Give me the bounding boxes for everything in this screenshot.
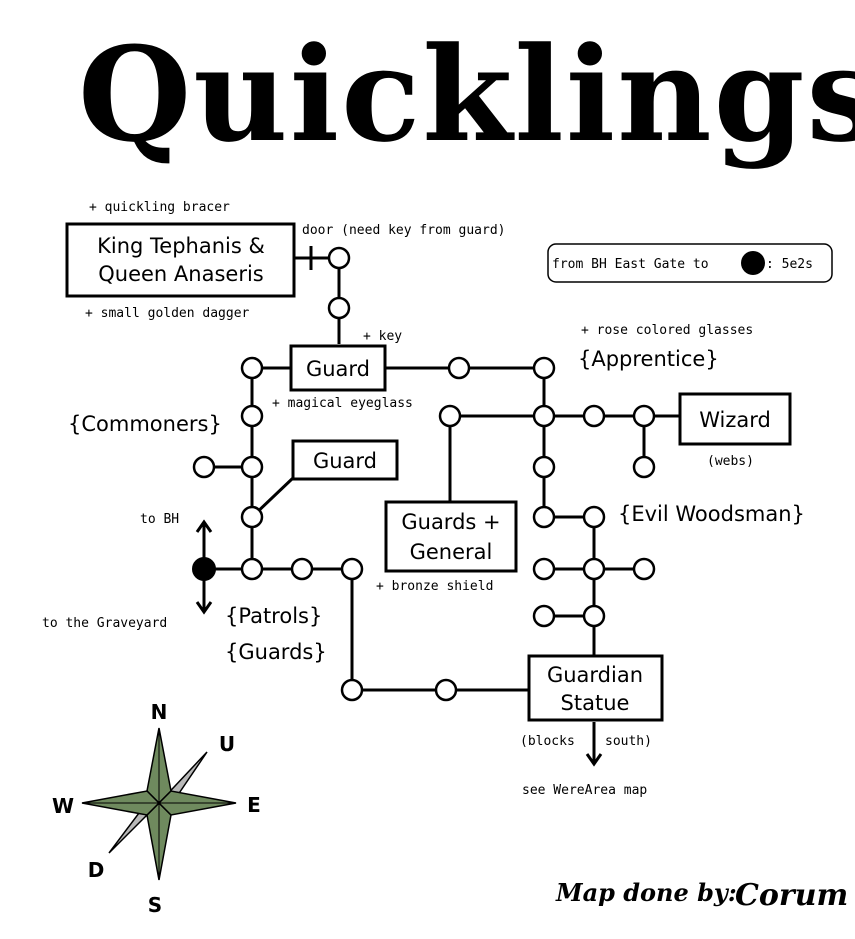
note-were-area: see WereArea map (522, 783, 647, 798)
note-key: + key (363, 329, 402, 344)
room-node (582, 604, 606, 628)
area-evil-woodsman: {Evil Woodsman} (618, 502, 805, 526)
room-statue-line1: Guardian (547, 663, 643, 687)
room-node (532, 455, 556, 479)
room-node (290, 557, 314, 581)
room-node (240, 455, 264, 479)
room-node (327, 246, 351, 270)
note-to-graveyard: to the Graveyard (42, 616, 167, 631)
compass-label-s: S (148, 893, 162, 917)
room-node (532, 604, 556, 628)
room-node (192, 455, 216, 479)
room-king: King Tephanis & Queen Anaseris (65, 222, 296, 298)
note-bracer: + quickling bracer (89, 200, 230, 215)
note-south: south) (605, 734, 652, 749)
room-node (582, 505, 606, 529)
room-king-line2: Queen Anaseris (98, 262, 263, 286)
credit-signature: Corum (735, 878, 848, 913)
note-bronze-shield: + bronze shield (376, 579, 493, 594)
map-title: Quicklings (78, 18, 855, 171)
room-nodes (192, 246, 656, 702)
start-marker-icon (741, 251, 765, 275)
room-wizard: Wizard (678, 392, 792, 446)
compass-label-d: D (88, 858, 105, 882)
area-commoners: {Commoners} (68, 412, 222, 436)
note-webs: (webs) (707, 454, 754, 469)
compass-rose: N S E W U D (52, 700, 261, 917)
room-node (532, 505, 556, 529)
room-statue-line2: Statue (561, 691, 630, 715)
room-node (632, 455, 656, 479)
area-apprentice: {Apprentice} (578, 347, 719, 371)
compass-label-n: N (151, 700, 168, 724)
compass-label-w: W (52, 794, 74, 818)
room-guard-top-label: Guard (306, 357, 370, 381)
room-node (582, 404, 606, 428)
room-guards-general: Guards + General (384, 500, 518, 573)
legend-box (547, 243, 833, 283)
room-node (327, 296, 351, 320)
compass-label-u: U (219, 732, 235, 756)
room-wizard-label: Wizard (699, 408, 771, 432)
room-node (632, 557, 656, 581)
room-guards-line2: General (410, 540, 493, 564)
area-patrols: {Patrols} (225, 604, 322, 628)
room-node (240, 557, 264, 581)
room-node (434, 678, 458, 702)
note-dagger: + small golden dagger (85, 306, 250, 321)
room-guardian-statue: Guardian Statue (527, 654, 664, 722)
legend-text-left: from BH East Gate to (552, 257, 709, 272)
room-node (240, 404, 264, 428)
room-king-line1: King Tephanis & (97, 234, 265, 258)
room-node (532, 356, 556, 380)
room-guard-mid-label: Guard (313, 449, 377, 473)
room-node (532, 404, 556, 428)
room-node (447, 356, 471, 380)
room-guard-top: Guard (289, 344, 387, 392)
room-node (582, 557, 606, 581)
room-node (340, 678, 364, 702)
room-guards-line1: Guards + (401, 510, 500, 534)
room-node (240, 505, 264, 529)
area-guards: {Guards} (225, 640, 327, 664)
room-node (240, 356, 264, 380)
start-room-node (192, 557, 216, 581)
room-node (438, 404, 462, 428)
room-node (532, 557, 556, 581)
note-to-bh: to BH (140, 512, 179, 527)
room-node (632, 404, 656, 428)
room-node (340, 557, 364, 581)
note-eyeglass: + magical eyeglass (272, 396, 413, 411)
note-door: door (need key from guard) (302, 223, 506, 238)
note-rose: + rose colored glasses (581, 323, 753, 338)
credit-label: Map done by: (555, 878, 737, 907)
legend-text-right: : 5e2s (766, 257, 813, 272)
compass-label-e: E (247, 793, 261, 817)
room-guard-mid: Guard (291, 439, 399, 481)
note-blocks: (blocks (520, 734, 575, 749)
legend: from BH East Gate to : 5e2s (547, 243, 833, 283)
